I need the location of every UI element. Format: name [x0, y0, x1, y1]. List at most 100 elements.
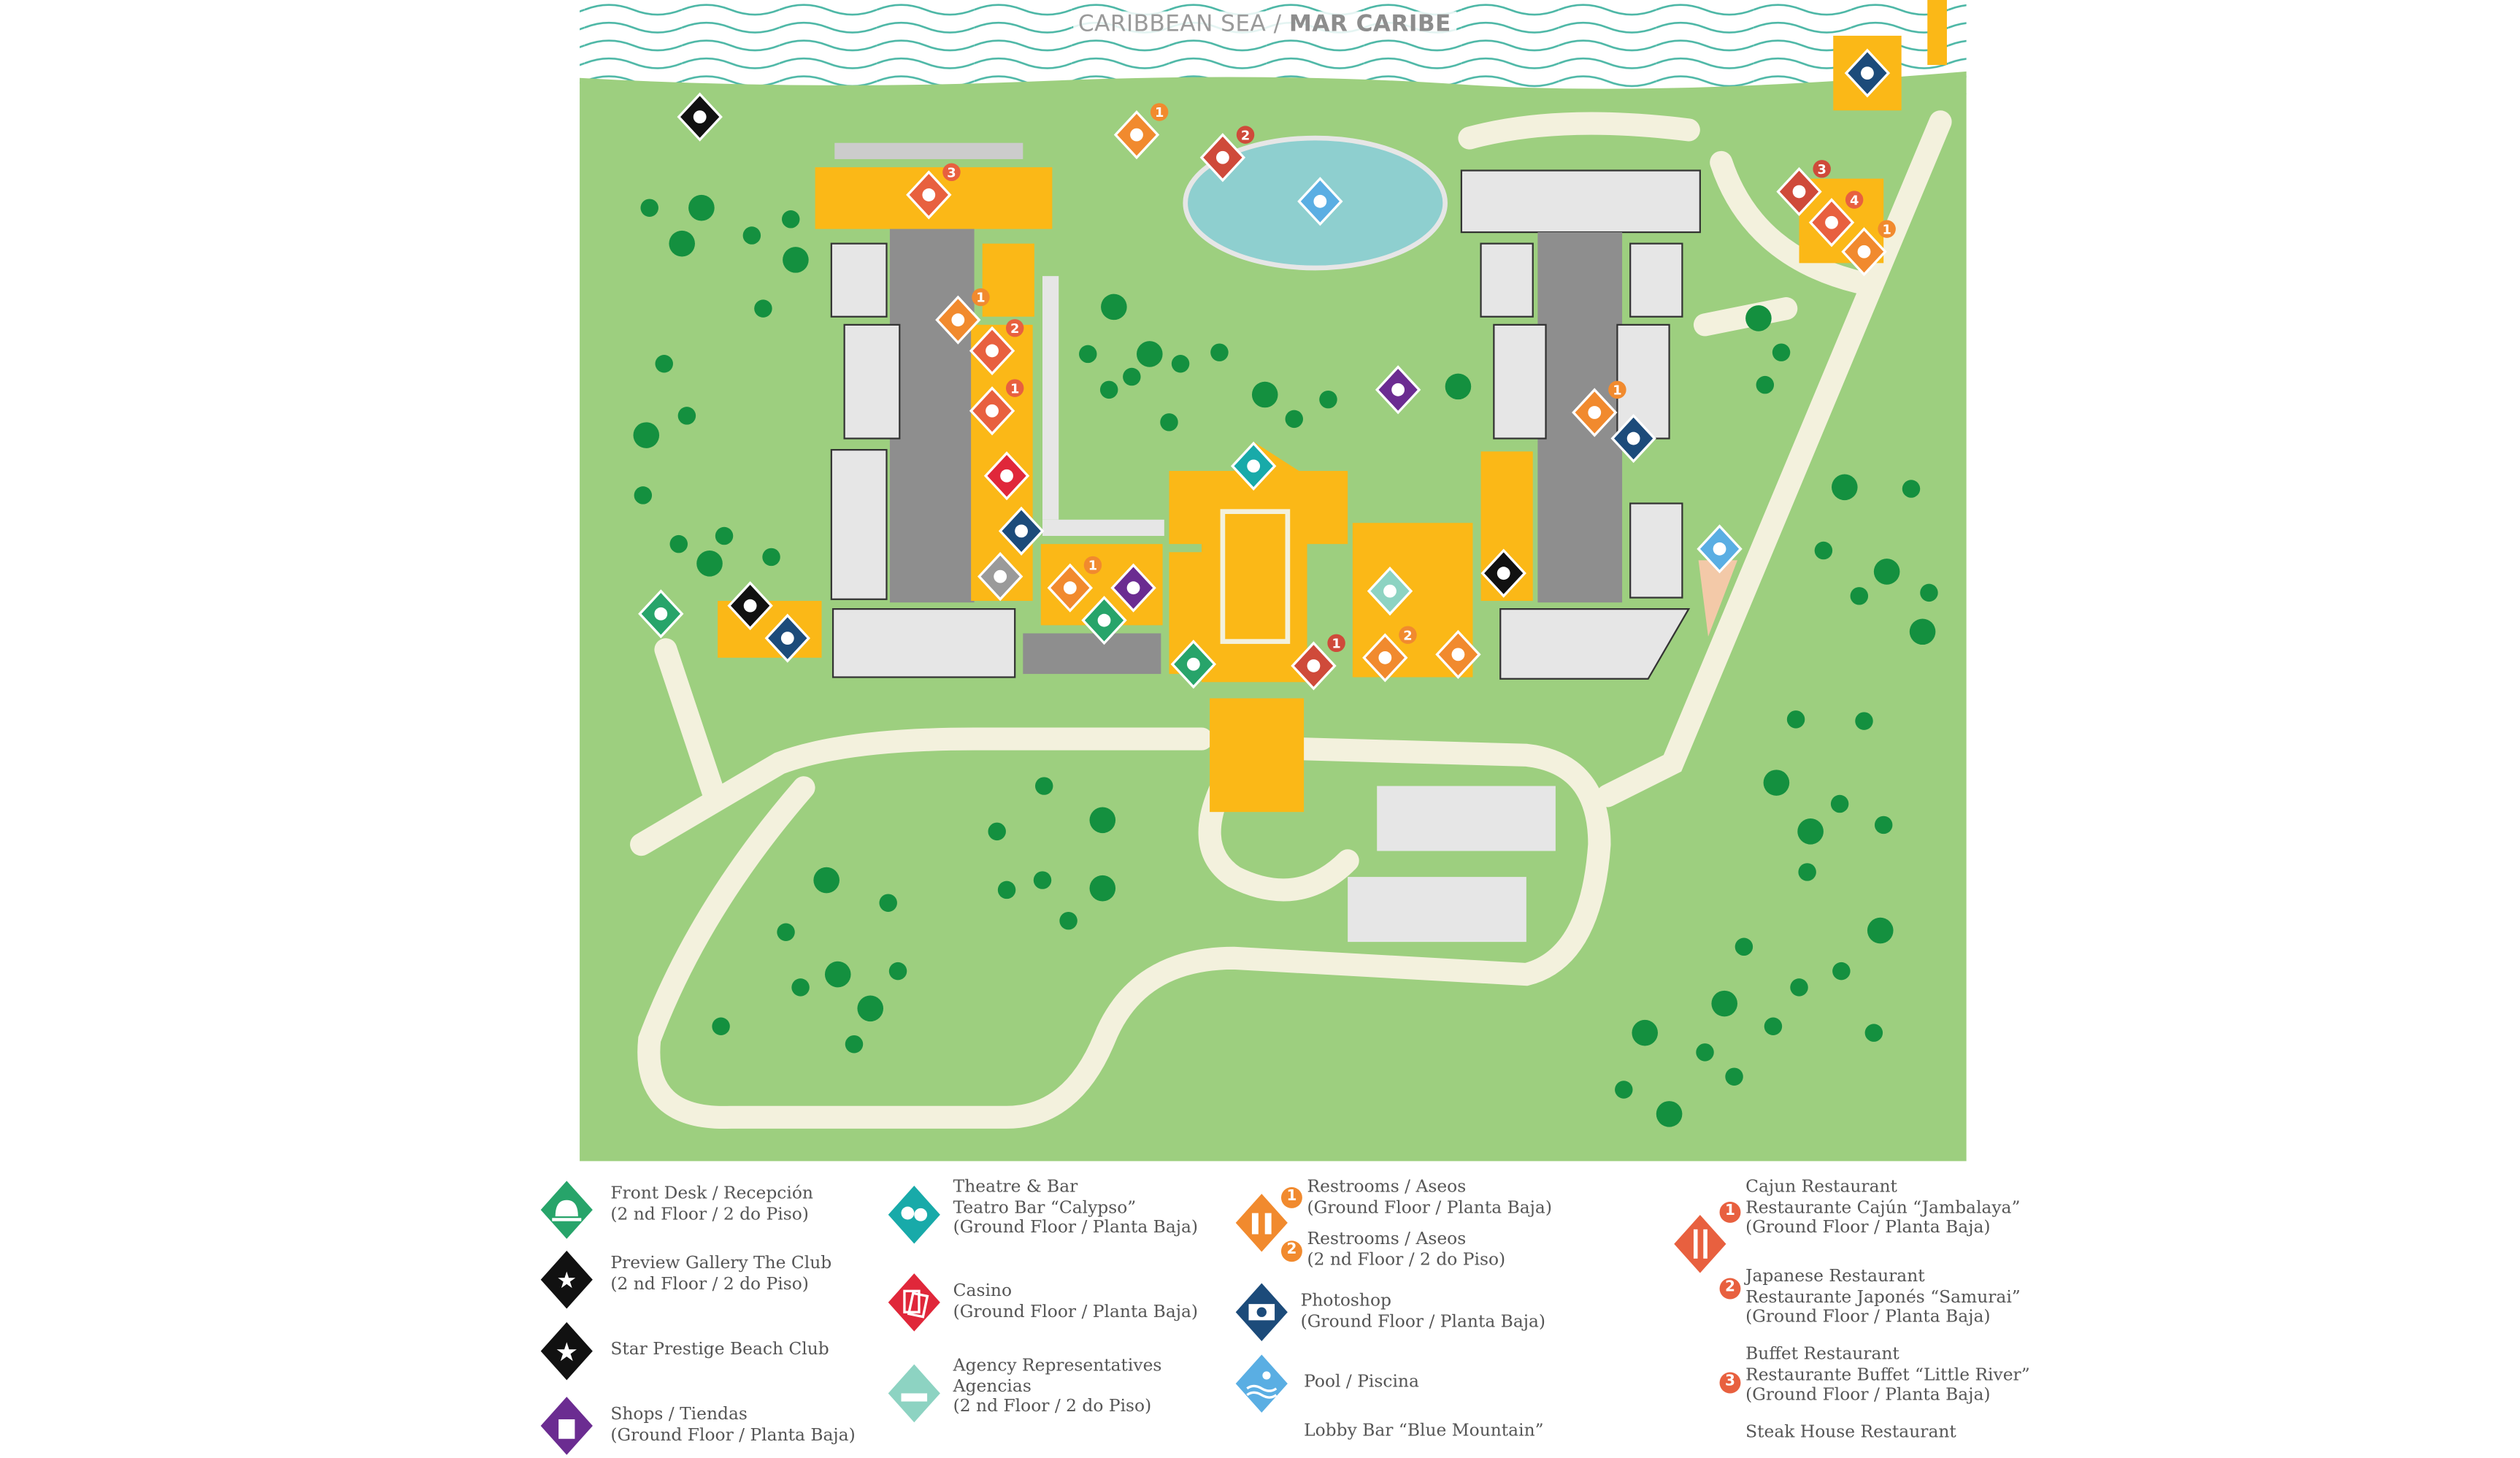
marker-glyph [1216, 150, 1229, 164]
internet-at-marker[interactable] [1081, 596, 1127, 645]
restroom-marker[interactable]: 1 [1047, 556, 1102, 613]
marker-glyph [1713, 542, 1726, 556]
restroom-marker[interactable]: 1 [1841, 220, 1896, 277]
restroom-badge: 2 [1280, 1240, 1302, 1262]
cocktail-marker[interactable]: 2 [1199, 126, 1255, 183]
preview-gallery-icon: ★ [537, 1247, 596, 1313]
medical-cross-marker[interactable] [638, 589, 684, 639]
svg-text:★: ★ [556, 1267, 577, 1293]
marker-glyph [1307, 659, 1321, 672]
label-es: Restaurante Cajún “Jambalaya” [1745, 1197, 2021, 1218]
meeting-marker[interactable] [1435, 629, 1481, 679]
tree [1099, 380, 1118, 399]
preview-gallery-marker[interactable] [727, 581, 773, 631]
marker-badge-number: 2 [1010, 321, 1019, 337]
restroom-badge: 1 [1280, 1186, 1302, 1208]
pool-marker[interactable] [1697, 524, 1743, 574]
tree [845, 1035, 864, 1054]
casino-cards-marker[interactable] [983, 451, 1030, 501]
camera-marker[interactable] [998, 506, 1045, 556]
agency-marker[interactable] [1367, 567, 1413, 616]
reception-bell-marker[interactable] [1170, 640, 1217, 689]
shopping-bag-marker[interactable] [1110, 563, 1156, 613]
restroom-marker[interactable]: 1 [935, 288, 990, 345]
tree [1797, 818, 1824, 845]
starfish-marker[interactable] [677, 92, 723, 142]
floor: (2 nd Floor / 2 do Piso) [610, 1274, 809, 1294]
restaurant-marker[interactable]: 2 [969, 319, 1024, 376]
tree [1089, 807, 1116, 834]
restaurant-marker[interactable]: 4 [1808, 191, 1864, 248]
marker-glyph [951, 313, 965, 327]
label-es: Restaurante Japonés “Samurai” [1745, 1286, 2021, 1307]
tree [1725, 1067, 1743, 1086]
tree [1763, 770, 1790, 796]
tree [1920, 583, 1938, 602]
club-marker[interactable] [1610, 413, 1656, 464]
tree [1867, 917, 1894, 944]
marker-badge [1878, 220, 1896, 238]
theatre-masks-icon [885, 1182, 944, 1248]
restaurant-marker[interactable]: 1 [969, 379, 1024, 436]
tree [715, 526, 734, 545]
legend-pool: Pool / Piscina [1304, 1373, 1419, 1393]
tree [634, 486, 653, 504]
marker-badge-number: 1 [1613, 383, 1621, 399]
pool-marker[interactable] [1297, 177, 1343, 226]
label: Pool / Piscina [1304, 1372, 1419, 1392]
tree [1855, 712, 1873, 730]
camera-icon [1232, 1279, 1291, 1345]
music-note-marker[interactable] [1480, 548, 1526, 598]
marker-badge-number: 1 [1882, 222, 1891, 237]
tree [677, 407, 696, 425]
marker-glyph [1186, 657, 1200, 671]
tree [640, 199, 658, 217]
book-marker[interactable] [1375, 365, 1421, 415]
marker-glyph [1126, 581, 1140, 595]
marker-glyph [743, 599, 757, 613]
rings-marker[interactable] [977, 552, 1023, 602]
central-building [1169, 442, 1556, 943]
tree [1696, 1043, 1714, 1062]
restroom-marker[interactable]: 2 [1362, 626, 1417, 683]
tree [813, 867, 840, 894]
tree [742, 226, 761, 245]
snorkel-marker[interactable] [1844, 48, 1891, 98]
restaurant-badge: 3 [1719, 1372, 1741, 1394]
marker-badge [972, 288, 990, 307]
tree [1909, 618, 1936, 645]
marker-badge [1005, 379, 1024, 397]
cocktail-marker[interactable]: 3 [1776, 160, 1831, 217]
tree [1864, 1024, 1883, 1042]
tree [1772, 343, 1791, 361]
label: Photoshop [1300, 1291, 1391, 1311]
tree [1790, 978, 1808, 997]
pool-icon [1232, 1351, 1291, 1416]
tree [712, 1017, 730, 1035]
legend-steak-house: Steak House Restaurant [1745, 1422, 1956, 1443]
tree [1059, 911, 1077, 930]
marker-badge [1150, 103, 1169, 121]
marker-badge-number: 1 [976, 291, 985, 306]
tree [762, 548, 780, 567]
marker-badge [1813, 160, 1831, 178]
marker-badge-number: 3 [1817, 162, 1826, 177]
tree [688, 194, 715, 221]
floor: (Ground Floor / Planta Baja) [1745, 1385, 1991, 1405]
cocktail-marker[interactable]: 1 [1291, 634, 1345, 691]
casino-cards-icon [885, 1270, 944, 1335]
tree [1711, 990, 1738, 1017]
tree [1874, 816, 1893, 834]
restaurant-marker[interactable]: 3 [906, 163, 961, 220]
tree [754, 299, 772, 318]
floor: (2 nd Floor / 2 do Piso) [953, 1397, 1152, 1417]
marker-glyph [1497, 567, 1510, 580]
restroom-marker[interactable]: 1 [1113, 103, 1169, 160]
theatre-masks-marker[interactable] [1230, 441, 1277, 491]
ff-marker[interactable] [764, 613, 810, 663]
restroom-marker[interactable]: 1 [1572, 380, 1626, 437]
tree [782, 210, 800, 229]
